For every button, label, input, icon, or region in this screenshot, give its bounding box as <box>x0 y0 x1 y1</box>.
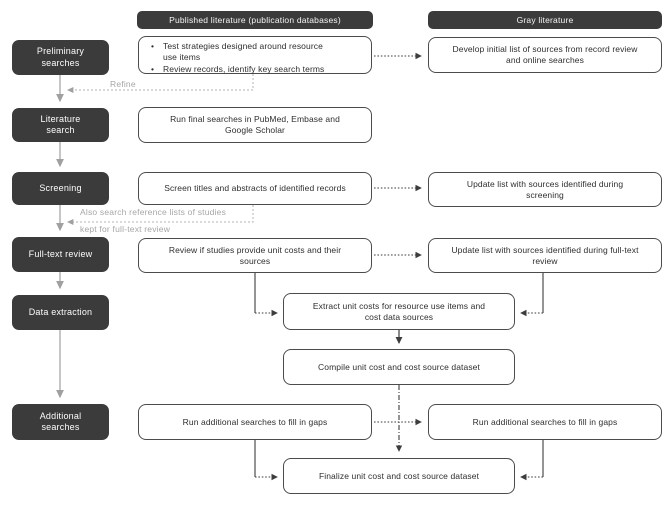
bullet-item: Review records, identify key search term… <box>149 64 339 75</box>
stage-label: Data extraction <box>28 306 93 317</box>
box-label: Update list with sources identified duri… <box>451 244 639 266</box>
stage-label: Literature search <box>40 113 81 136</box>
gray-literature-header-label: Gray literature <box>516 15 574 25</box>
stage-fulltext-review: Full-text review <box>12 237 109 272</box>
update-list-fulltext-box: Update list with sources identified duri… <box>428 238 662 273</box>
stage-additional-searches: Additional searches <box>12 404 109 440</box>
box-label: Run additional searches to fill in gaps <box>182 416 328 427</box>
screen-titles-box: Screen titles and abstracts of identifie… <box>138 172 372 205</box>
stage-label: Full-text review <box>28 248 93 259</box>
prelim-strategy-list: Test strategies designed around resource… <box>149 41 339 76</box>
box-label: Run additional searches to fill in gaps <box>472 416 618 427</box>
update-list-screening-box: Update list with sources identified duri… <box>428 172 662 207</box>
refine-feedback-line <box>67 74 254 94</box>
run-additional-gray-box: Run additional searches to fill in gaps <box>428 404 662 440</box>
review-unit-costs-box: Review if studies provide unit costs and… <box>138 238 372 273</box>
run-additional-published-box: Run additional searches to fill in gaps <box>138 404 372 440</box>
prelim-strategy-box: Test strategies designed around resource… <box>138 36 372 76</box>
stage-literature-search: Literature search <box>12 108 109 142</box>
stage-screening: Screening <box>12 172 109 205</box>
stage-preliminary-searches: Preliminary searches <box>12 40 109 75</box>
also-search-note-line1: Also search reference lists of studies <box>80 207 227 217</box>
box-label: Screen titles and abstracts of identifie… <box>164 183 346 193</box>
run-final-searches-box: Run final searches in PubMed, Embase and… <box>138 107 372 143</box>
stage-label: Screening <box>39 182 82 193</box>
box-label: Compile unit cost and cost source datase… <box>318 361 480 372</box>
refine-note: Refine <box>110 79 136 89</box>
gray-literature-header: Gray literature <box>428 11 662 29</box>
box-label: Update list with sources identified duri… <box>466 178 624 200</box>
stage-label: Preliminary searches <box>36 46 85 68</box>
also-search-feedback-line <box>67 205 254 226</box>
box-label: Extract unit costs for resource use item… <box>312 300 486 322</box>
box-label: Run final searches in PubMed, Embase and… <box>170 114 340 135</box>
compile-dataset-box: Compile unit cost and cost source datase… <box>283 349 515 385</box>
box-label: Review if studies provide unit costs and… <box>168 244 342 266</box>
box-label: Finalize unit cost and cost source datas… <box>318 470 480 481</box>
bullet-item: Test strategies designed around resource… <box>149 41 339 63</box>
published-literature-header-label: Published literature (publication databa… <box>169 15 341 25</box>
extract-unit-costs-box: Extract unit costs for resource use item… <box>283 293 515 330</box>
develop-initial-list-box: Develop initial list of sources from rec… <box>428 37 662 73</box>
also-search-note-line2: kept for full-text review <box>80 224 171 234</box>
box-label: Develop initial list of sources from rec… <box>452 44 638 65</box>
finalize-dataset-box: Finalize unit cost and cost source datas… <box>283 458 515 494</box>
stage-label: Additional searches <box>39 410 82 433</box>
stage-data-extraction: Data extraction <box>12 295 109 330</box>
published-literature-header: Published literature (publication databa… <box>137 11 373 29</box>
